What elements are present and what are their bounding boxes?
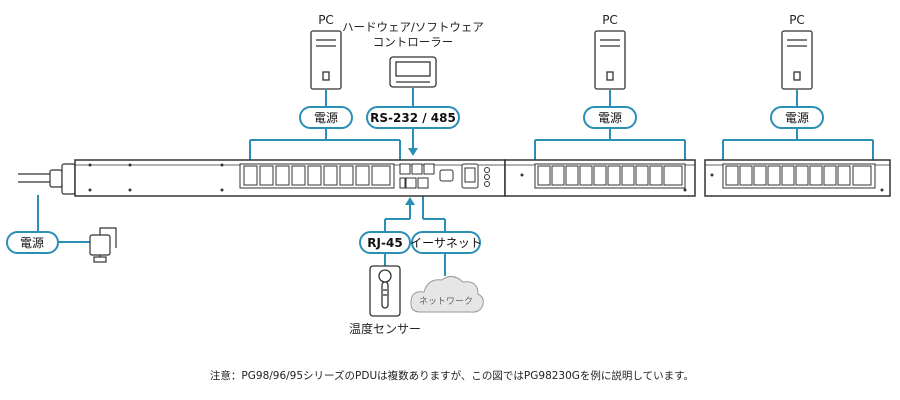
pc-icon-right <box>781 30 813 90</box>
power-pill-pc-right: 電源 <box>770 106 824 129</box>
outlet-group-right <box>722 163 876 189</box>
temp-sensor-label: 温度センサー <box>349 321 421 336</box>
pdu-unit-left <box>74 159 506 197</box>
control-panel <box>439 163 490 189</box>
pc-label-left: PC <box>318 13 334 27</box>
pdu-unit-right <box>704 159 891 197</box>
controller-label-line2: コントローラー <box>373 35 454 49</box>
controller-icon <box>389 56 437 88</box>
arrow-heads <box>405 148 418 205</box>
power-plug-icon <box>89 227 117 263</box>
pc-icon-left <box>310 30 342 90</box>
outlet-group-mid <box>534 163 686 189</box>
rj45-pill: RJ-45 <box>359 231 411 254</box>
network-ports <box>399 163 435 189</box>
connector-lines <box>37 88 874 276</box>
power-pill-pc-mid: 電源 <box>583 106 637 129</box>
power-pill-pc-left: 電源 <box>299 106 353 129</box>
svg-text:RJ-45: RJ-45 <box>367 236 402 250</box>
svg-text:電源: 電源 <box>20 236 44 250</box>
network-label: ネットワーク <box>419 296 473 307</box>
pdu-unit-mid <box>504 159 696 197</box>
pc-label-mid: PC <box>602 13 618 27</box>
temperature-sensor-icon <box>369 265 401 317</box>
serial-pill: RS-232 / 485 <box>366 106 460 129</box>
svg-text:イーサネット: イーサネット <box>410 236 482 250</box>
pc-label-right: PC <box>789 13 805 27</box>
pc-icon-mid <box>594 30 626 90</box>
controller-label-line1: ハードウェア/ソフトウェア <box>342 20 484 34</box>
network-cloud-icon: ネットワーク <box>410 276 484 313</box>
svg-text:RS-232 / 485: RS-232 / 485 <box>370 111 456 125</box>
outlet-group-left <box>239 163 395 189</box>
power-cord <box>18 163 76 195</box>
svg-text:電源: 電源 <box>314 111 338 125</box>
ethernet-pill: イーサネット <box>410 231 482 254</box>
footnote: 注意：PG98/96/95シリーズのPDUは複数ありますが、この図ではPG982… <box>210 369 694 382</box>
power-pill-main: 電源 <box>6 231 59 254</box>
svg-text:電源: 電源 <box>598 111 622 125</box>
svg-text:電源: 電源 <box>785 111 809 125</box>
